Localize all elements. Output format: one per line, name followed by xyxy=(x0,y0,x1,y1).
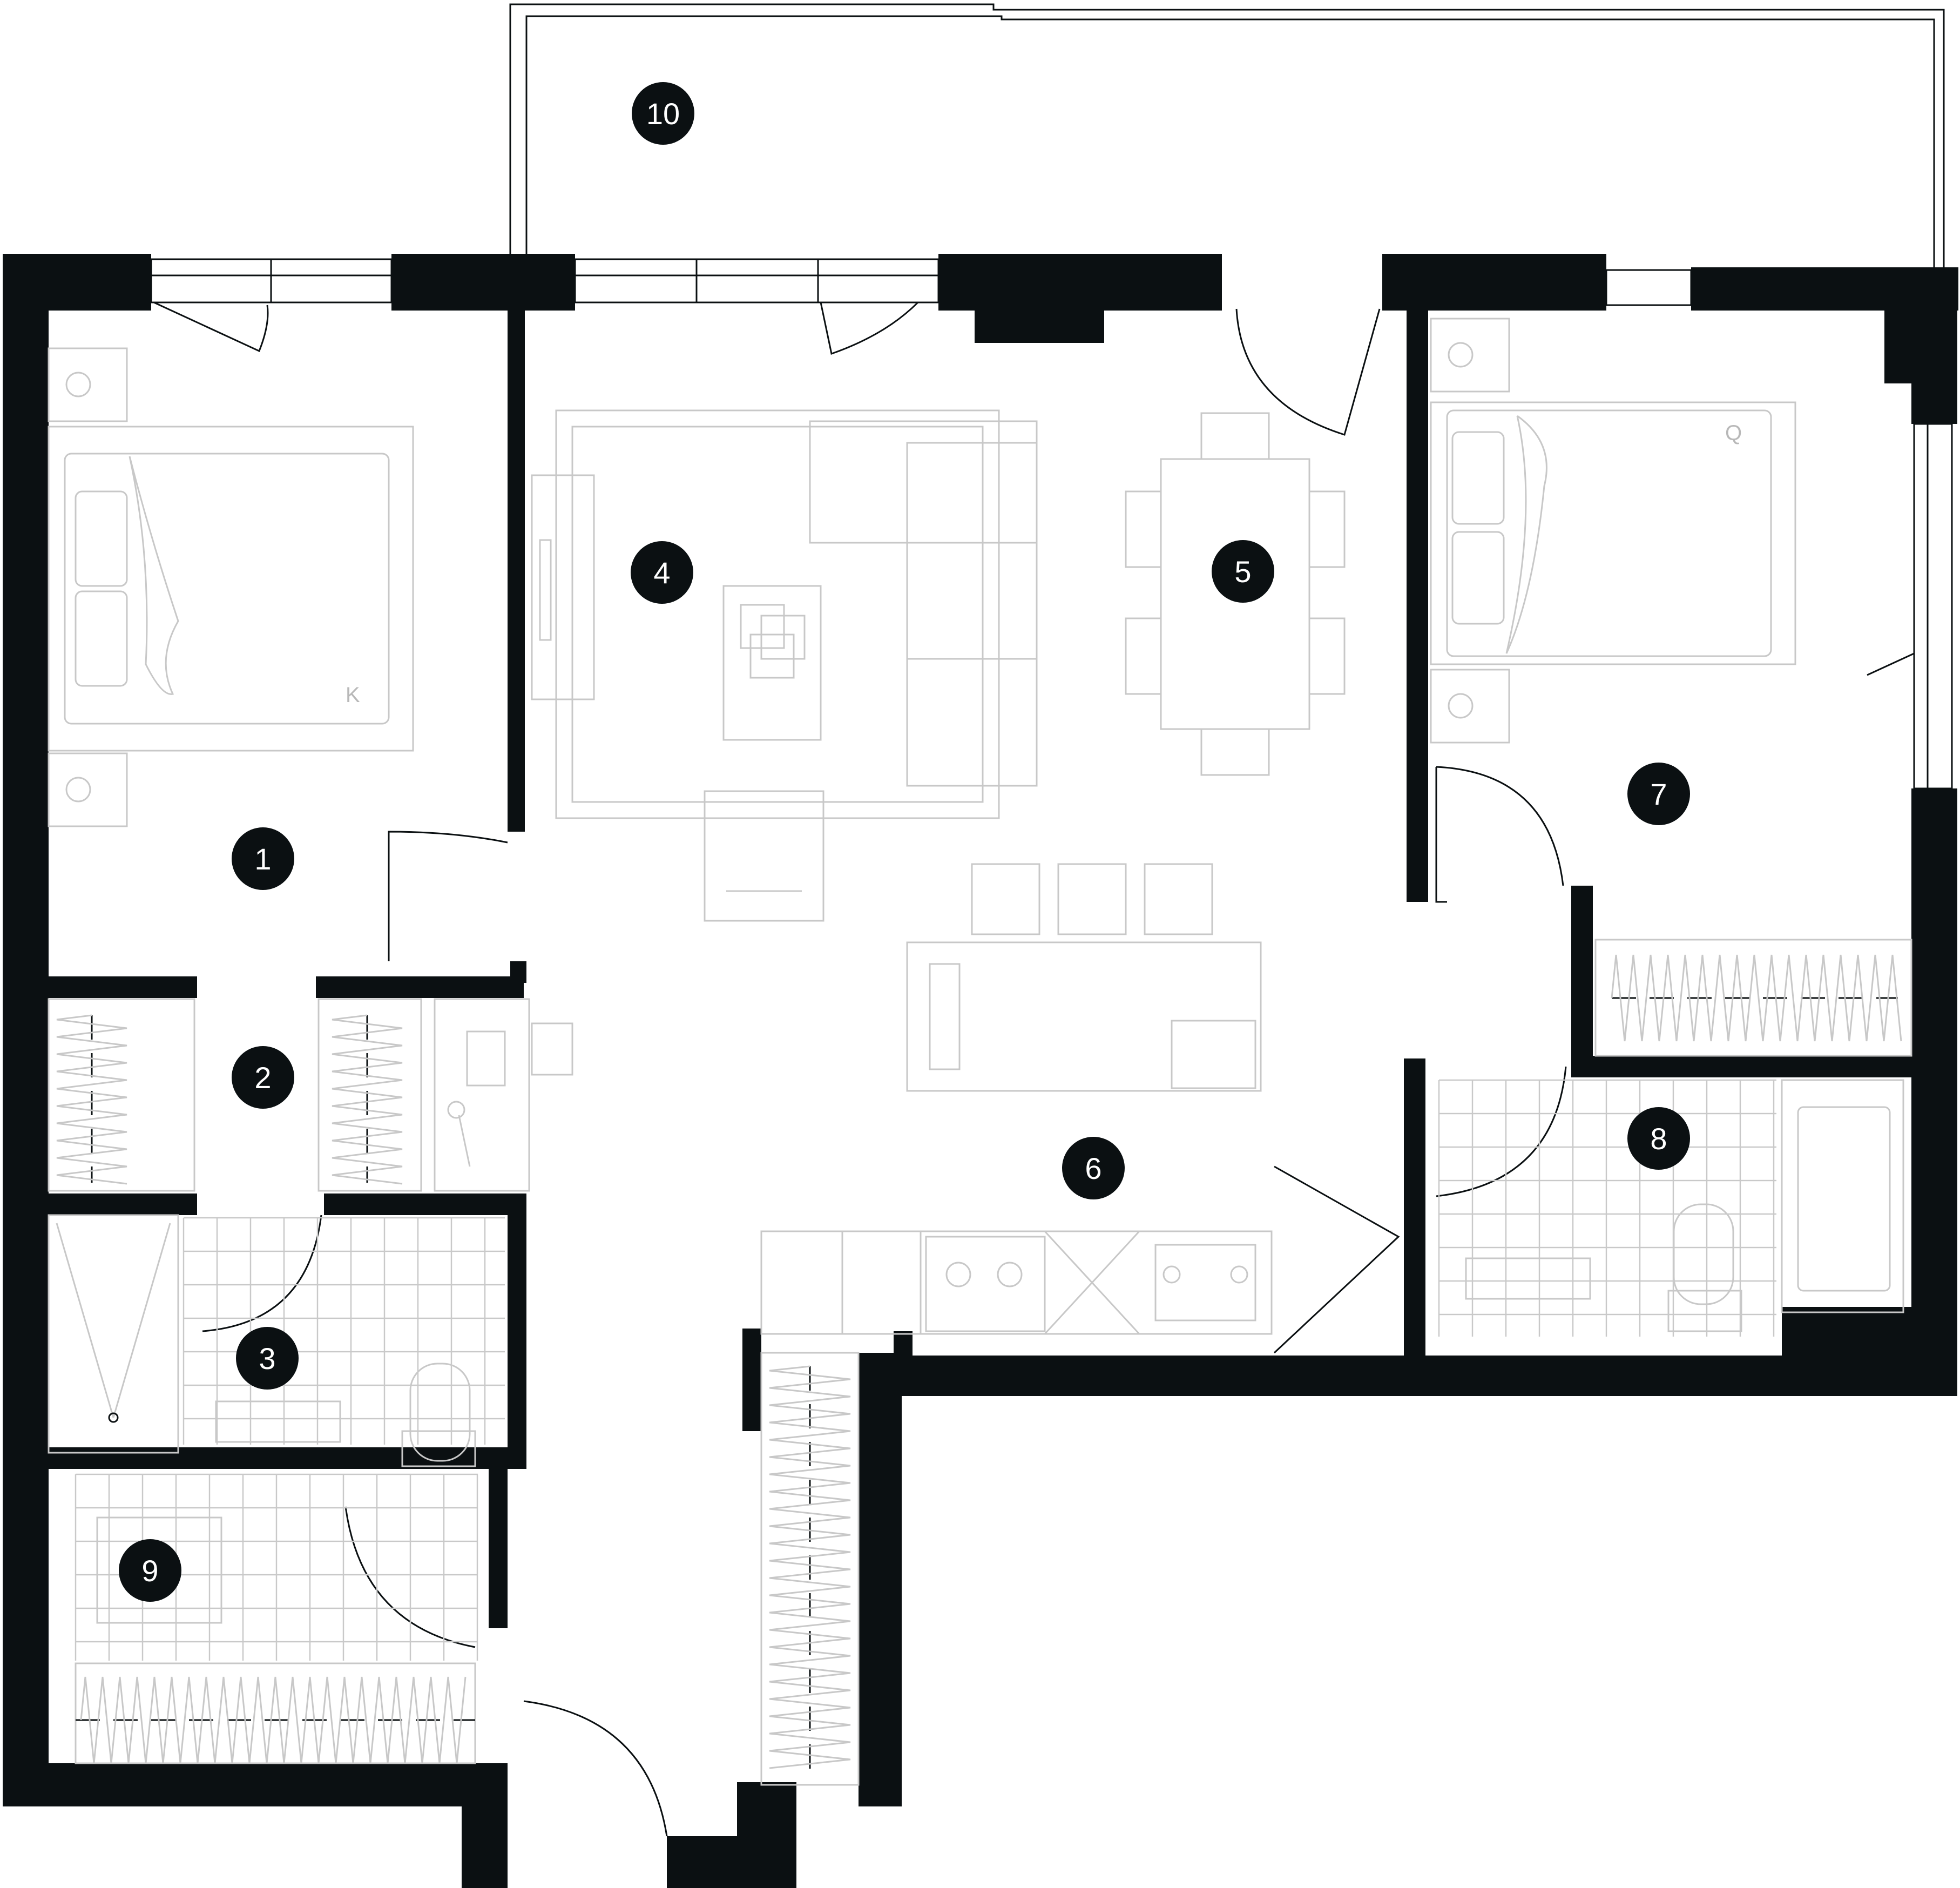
bathroom-8-fixtures xyxy=(1465,1079,1904,1332)
room-number-6: 6 xyxy=(1085,1151,1101,1185)
closet-hanger-lines xyxy=(56,954,1902,1769)
closet-hanger-zigzag xyxy=(769,1365,851,1769)
closet-hanger-zigzag xyxy=(56,1014,127,1185)
room-number-8: 8 xyxy=(1650,1122,1667,1156)
room-badge-8: 8 xyxy=(1627,1107,1690,1170)
nightstands-room-1 xyxy=(48,347,128,827)
room-badge-5: 5 xyxy=(1212,540,1274,603)
room-number-10: 10 xyxy=(646,97,680,131)
kitchen-island xyxy=(906,863,1262,1092)
queen-bed: Q xyxy=(1430,401,1796,665)
closet-hanger-zigzag xyxy=(332,1014,403,1185)
room-badge-10: 10 xyxy=(632,82,694,145)
room-badge-4: 4 xyxy=(631,541,693,604)
dining-table xyxy=(1125,412,1346,776)
room-badge-6: 6 xyxy=(1062,1137,1125,1199)
room-number-4: 4 xyxy=(653,556,670,590)
room-badge-3: 3 xyxy=(236,1327,299,1390)
door-swings xyxy=(153,301,1915,1837)
exterior-walls xyxy=(3,254,1958,1888)
room-number-7: 7 xyxy=(1650,777,1667,811)
closet-hanger-zigzag xyxy=(1611,954,1902,1042)
room-number-9: 9 xyxy=(141,1554,158,1588)
kitchen-counter xyxy=(760,1230,1273,1335)
storage-9-fixtures xyxy=(75,1516,476,1764)
closet-room-7 xyxy=(1594,939,1912,1057)
floor-tiles xyxy=(75,1079,1776,1661)
room-number-1: 1 xyxy=(254,842,271,876)
king-bed: K xyxy=(48,426,414,752)
room-number-5: 5 xyxy=(1234,555,1251,589)
windows xyxy=(150,258,1953,790)
king-bed-mark: K xyxy=(346,683,360,707)
queen-bed-mark: Q xyxy=(1725,421,1742,445)
room-number-3: 3 xyxy=(259,1341,275,1375)
desk xyxy=(434,998,573,1192)
room-badge-1: 1 xyxy=(232,827,294,890)
room-badge-7: 7 xyxy=(1627,763,1690,825)
bathroom-3-fixtures xyxy=(48,1214,476,1467)
nightstands-room-7 xyxy=(1430,318,1510,744)
closets-room-2 xyxy=(48,998,422,1192)
entry-closet xyxy=(760,1352,860,1786)
closet-hanger-zigzag xyxy=(80,1676,467,1764)
room-badge-2: 2 xyxy=(232,1046,294,1109)
room-badge-9: 9 xyxy=(119,1539,181,1602)
room-number-2: 2 xyxy=(254,1061,271,1095)
living-room-furniture xyxy=(531,409,1038,922)
interior-walls xyxy=(49,308,1911,1628)
balcony-outline xyxy=(509,3,1945,270)
